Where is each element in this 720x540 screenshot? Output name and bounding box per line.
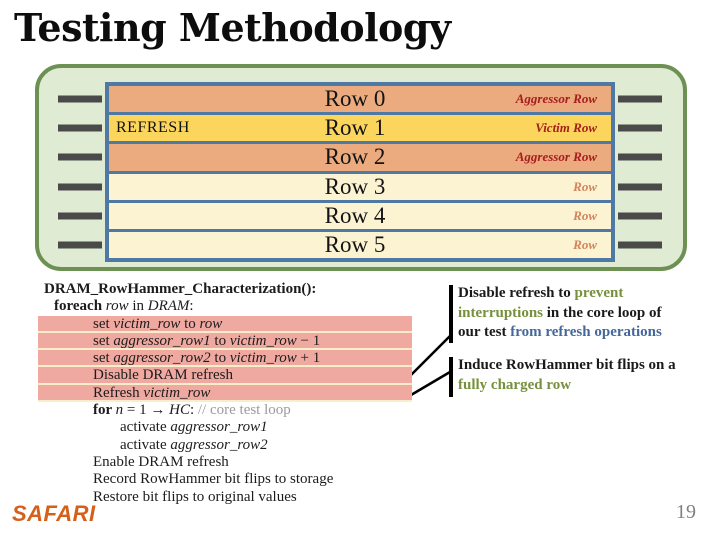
page-title: Testing Methodology [14,5,451,50]
code-segment: DRAM_RowHammer_Characterization(): [44,281,317,297]
dram-row-row-4: Row 4 Row [109,199,611,229]
code-segment: foreach [54,298,106,315]
code-segment: n [115,402,124,419]
callout-segment: in the core loop of [543,304,662,321]
code-segment: set [93,332,114,349]
code-segment: aggressor_row1 [113,332,211,349]
row-role-label: Row [573,178,597,194]
callout-segment: our test [458,324,511,340]
code-line: foreach row in DRAM: [38,298,412,315]
code-segment: activate [120,436,171,453]
code-line: activate aggressor_row1 [38,419,412,436]
code-segment: to [180,315,200,332]
code-segment: : [189,298,194,315]
code-line: Refresh victim_row [38,384,412,403]
callout-line: fully charged row [458,376,676,396]
code-segment: set [93,350,114,367]
dram-row-row-3: Row 3 Row [109,170,611,200]
code-segment: + 1 [296,350,321,367]
code-segment: Record RowHammer bit flips to storage [93,471,334,488]
row-name: Row 5 [324,231,386,257]
safari-logo: SAFARI [12,501,96,526]
code-line: Restore bit flips to original values [38,489,412,506]
dram-row-row-5: Row 5 Row [109,228,611,259]
callout-line: interruptions in the core loop of [458,304,662,324]
code-segment: to [210,350,230,367]
refresh-label: REFRESH [116,119,190,137]
code-segment: DRAM [147,298,190,315]
code-segment: aggressor_row1 [170,419,268,436]
code-segment: aggressor_row2 [113,350,211,367]
callout-segment: Induce RowHammer bit flips on a [458,357,676,373]
row-name: Row 4 [324,202,386,228]
row-name: Row 2 [324,144,386,170]
code-segment: in [128,298,148,315]
code-segment: Enable DRAM refresh [93,453,229,470]
code-segment: to [210,332,230,349]
code-line: set victim_row to row [38,315,412,333]
code-line: activate aggressor_row2 [38,437,412,454]
row-role-label: Row [573,207,597,223]
dram-row-row-1: REFRESH Row 1 Victim Row [109,112,611,142]
code-line: set aggressor_row1 to victim_row − 1 [38,332,412,351]
row-role-label: Aggressor Row [515,91,597,107]
code-segment: victim_row [113,315,181,332]
callout-segment: from refresh operations [510,324,662,340]
code-line: Record RowHammer bit flips to storage [38,471,412,488]
page-number: 19 [676,501,696,523]
row-role-label: Victim Row [535,120,597,136]
code-segment: set [93,315,114,332]
pseudocode-block: DRAM_RowHammer_Characterization():foreac… [38,281,412,506]
code-segment: // core test loop [197,402,291,419]
code-segment: row [105,298,129,315]
row-name: Row 1 [324,115,386,141]
callout-line: Induce RowHammer bit flips on a [458,356,676,376]
code-segment: Restore bit flips to original values [93,488,297,505]
row-name: Row 0 [324,86,386,112]
code-segment: = 1 → [123,402,170,419]
dram-row-row-2: Row 2 Aggressor Row [109,141,611,171]
row-name: Row 3 [324,173,386,199]
code-line: Enable DRAM refresh [38,454,412,471]
callout-text: Induce RowHammer bit flips on a fully cha… [458,356,676,395]
code-segment: activate [120,419,171,436]
code-segment: row [199,315,223,332]
code-segment: Disable DRAM refresh [93,367,233,384]
callout-segment: Disable refresh to [458,285,575,301]
code-segment: − 1 [296,332,321,349]
code-segment: victim_row [143,384,211,401]
code-segment: : [189,402,198,419]
dram-row-row-0: Row 0 Aggressor Row [109,86,611,113]
code-segment: victim_row [229,350,297,367]
code-line: set aggressor_row2 to victim_row + 1 [38,350,412,368]
code-line: Disable DRAM refresh [38,367,412,385]
code-line: for n = 1 → HC: // core test loop [38,402,412,419]
code-line: DRAM_RowHammer_Characterization(): [38,281,412,298]
callout-segment: interruptions [458,304,544,321]
code-segment: aggressor_row2 [170,436,268,453]
code-segment: victim_row [229,332,297,349]
callout-bar [449,357,453,397]
code-segment: HC [169,402,190,419]
row-role-label: Aggressor Row [515,149,597,165]
callout-line: our test from refresh operations [458,323,662,343]
row-role-label: Row [573,236,597,252]
callout-line: Disable refresh to prevent [458,284,662,304]
callout-segment: fully charged row [458,376,572,393]
callout-bar [449,285,453,343]
code-segment: Refresh [93,384,144,401]
callout-segment: prevent [574,285,624,301]
code-segment: for [93,402,116,419]
